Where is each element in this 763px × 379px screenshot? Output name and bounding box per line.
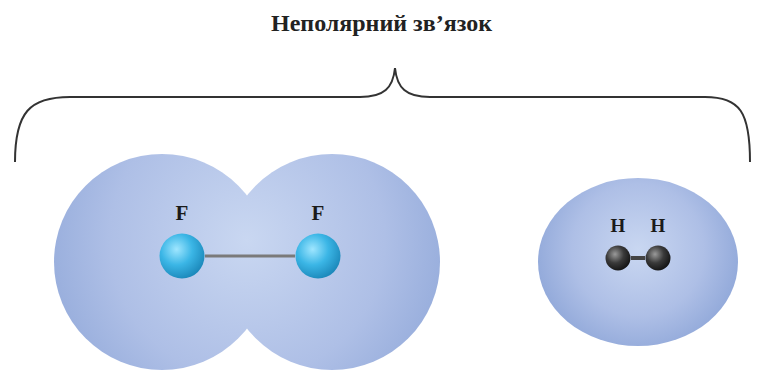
atom: H [605, 216, 631, 271]
atom-symbol: H [625, 216, 691, 245]
bond-line [631, 256, 645, 260]
atom-ball [605, 245, 631, 271]
bond-line [205, 255, 295, 258]
atom-ball [645, 245, 671, 271]
electron-cloud-h2 [538, 178, 738, 346]
atom-ball [159, 233, 205, 279]
atom-ball [295, 233, 341, 279]
electron-cloud-f2 [54, 154, 440, 370]
atom-symbol: H [585, 216, 651, 245]
atom: F [159, 202, 205, 279]
title: Неполярний зв’язок [0, 10, 763, 37]
atom-symbol: F [275, 202, 361, 233]
brace [15, 68, 750, 162]
atom-symbol: F [139, 202, 225, 233]
atom: H [645, 216, 671, 271]
atom: F [295, 202, 341, 279]
